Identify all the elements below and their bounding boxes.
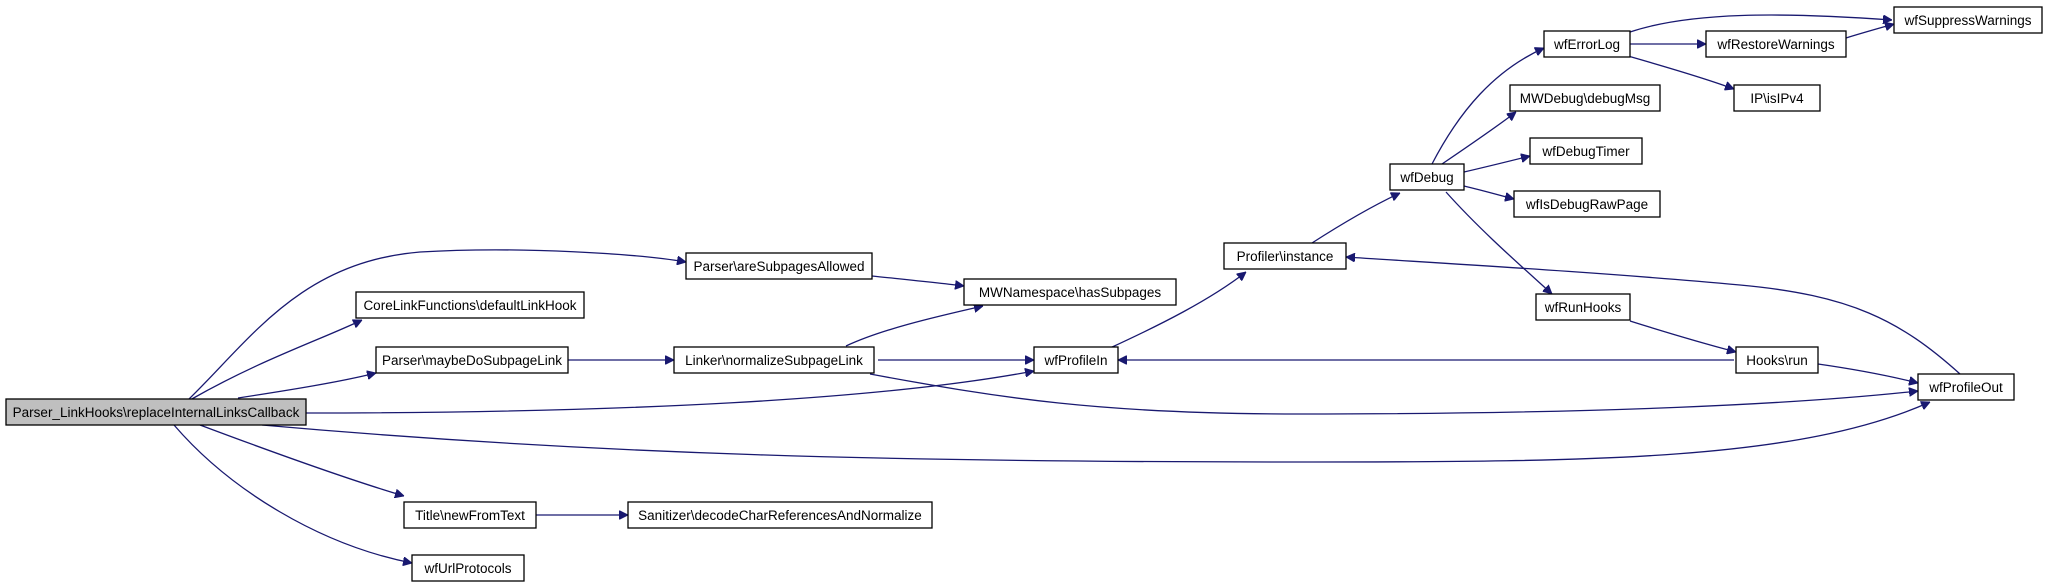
svg-text:Sanitizer\decodeCharReferences: Sanitizer\decodeCharReferencesAndNormali…: [638, 508, 922, 523]
svg-text:wfSuppressWarnings: wfSuppressWarnings: [1903, 13, 2031, 28]
edge-normalize-to-wf-profile-out: [869, 373, 1918, 415]
svg-text:Profiler\instance: Profiler\instance: [1237, 249, 1334, 264]
edge-wf-debug-to-debug-msg: [1441, 112, 1516, 165]
svg-text:CoreLinkFunctions\defaultLinkH: CoreLinkFunctions\defaultLinkHook: [363, 298, 576, 313]
svg-text:wfProfileIn: wfProfileIn: [1043, 353, 1107, 368]
svg-text:wfDebug: wfDebug: [1399, 170, 1453, 185]
svg-text:MWNamespace\hasSubpages: MWNamespace\hasSubpages: [979, 285, 1162, 300]
svg-text:Parser_LinkHooks\replaceIntern: Parser_LinkHooks\replaceInternalLinksCal…: [13, 405, 300, 420]
edge-root-to-are-subpages-allowed: [187, 249, 686, 401]
edge-wf-profile-in-to-profiler-instance: [1109, 272, 1246, 349]
edge-root-to-maybe-do-subpage-link: [237, 373, 376, 399]
edge-wf-debug-to-wf-debug-timer: [1463, 156, 1530, 173]
edge-normalize-to-has-subpages: [845, 306, 983, 347]
node-normalize-subpage-link[interactable]: Linker\normalizeSubpageLink: [673, 346, 875, 374]
edge-are-subpages-allowed-to-has-subpages: [871, 275, 964, 286]
node-wf-restore-warnings[interactable]: wfRestoreWarnings: [1705, 30, 1847, 58]
node-wf-suppress-warnings[interactable]: wfSuppressWarnings: [1893, 6, 2043, 34]
edge-profiler-instance-to-wf-debug: [1311, 193, 1400, 244]
node-is-ipv4[interactable]: IP\isIPv4: [1733, 84, 1821, 112]
node-are-subpages-allowed[interactable]: Parser\areSubpagesAllowed: [685, 252, 873, 280]
edge-root-to-default-link-hook: [189, 320, 362, 401]
node-wf-run-hooks[interactable]: wfRunHooks: [1535, 293, 1631, 321]
node-hooks-run[interactable]: Hooks\run: [1735, 346, 1819, 374]
node-wf-debug-timer[interactable]: wfDebugTimer: [1529, 137, 1643, 165]
svg-text:MWDebug\debugMsg: MWDebug\debugMsg: [1520, 91, 1651, 106]
svg-text:IP\isIPv4: IP\isIPv4: [1750, 91, 1804, 106]
node-wf-debug[interactable]: wfDebug: [1389, 163, 1465, 191]
edge-wf-profile-out-to-profiler-instance: [1346, 257, 1961, 375]
edge-wf-error-log-to-wf-suppress-warnings: [1629, 14, 1892, 33]
node-wf-profile-out[interactable]: wfProfileOut: [1917, 373, 2015, 401]
svg-text:Title\newFromText: Title\newFromText: [415, 508, 525, 523]
node-decode-char-references[interactable]: Sanitizer\decodeCharReferencesAndNormali…: [627, 501, 933, 529]
edge-wf-debug-to-wf-run-hooks: [1445, 191, 1552, 294]
edge-wf-run-hooks-to-hooks-run: [1629, 320, 1736, 352]
node-maybe-do-subpage-link[interactable]: Parser\maybeDoSubpageLink: [375, 346, 569, 374]
edges: [173, 14, 1961, 563]
node-root[interactable]: Parser_LinkHooks\replaceInternalLinksCal…: [5, 398, 307, 426]
svg-text:wfProfileOut: wfProfileOut: [1928, 380, 2003, 395]
nodes: Parser_LinkHooks\replaceInternalLinksCal…: [5, 6, 2043, 582]
node-profiler-instance[interactable]: Profiler\instance: [1223, 242, 1347, 270]
svg-text:Hooks\run: Hooks\run: [1746, 353, 1808, 368]
svg-text:wfDebugTimer: wfDebugTimer: [1541, 144, 1630, 159]
svg-text:Parser\maybeDoSubpageLink: Parser\maybeDoSubpageLink: [382, 353, 562, 368]
node-wf-is-debug-raw-page[interactable]: wfIsDebugRawPage: [1513, 190, 1661, 218]
svg-text:Linker\normalizeSubpageLink: Linker\normalizeSubpageLink: [685, 353, 863, 368]
edge-root-to-wf-url-protocols: [173, 424, 412, 563]
node-wf-profile-in[interactable]: wfProfileIn: [1033, 346, 1119, 374]
node-wf-error-log[interactable]: wfErrorLog: [1543, 30, 1631, 58]
node-debug-msg[interactable]: MWDebug\debugMsg: [1509, 84, 1661, 112]
edge-hooks-run-to-wf-profile-out: [1817, 363, 1918, 383]
edge-root-to-title-new-from-text: [199, 424, 404, 496]
svg-text:wfRestoreWarnings: wfRestoreWarnings: [1716, 37, 1835, 52]
edge-wf-error-log-to-is-ipv4: [1627, 55, 1734, 89]
svg-text:wfIsDebugRawPage: wfIsDebugRawPage: [1525, 197, 1648, 212]
svg-text:wfErrorLog: wfErrorLog: [1553, 37, 1620, 52]
node-default-link-hook[interactable]: CoreLinkFunctions\defaultLinkHook: [355, 291, 585, 319]
edge-root-to-wf-profile-in: [305, 371, 1034, 414]
node-wf-url-protocols[interactable]: wfUrlProtocols: [411, 554, 525, 582]
node-title-new-from-text[interactable]: Title\newFromText: [403, 501, 537, 529]
svg-text:Parser\areSubpagesAllowed: Parser\areSubpagesAllowed: [693, 259, 864, 274]
svg-text:wfRunHooks: wfRunHooks: [1544, 300, 1622, 315]
edge-wf-debug-to-wf-error-log: [1431, 48, 1544, 165]
edge-wf-debug-to-wf-is-debug-raw-page: [1463, 185, 1514, 199]
edge-root-to-wf-profile-out: [261, 402, 1930, 463]
svg-text:wfUrlProtocols: wfUrlProtocols: [423, 561, 511, 576]
node-has-subpages[interactable]: MWNamespace\hasSubpages: [963, 278, 1177, 306]
edge-wf-restore-warnings-to-wf-suppress-warnings: [1845, 24, 1894, 39]
